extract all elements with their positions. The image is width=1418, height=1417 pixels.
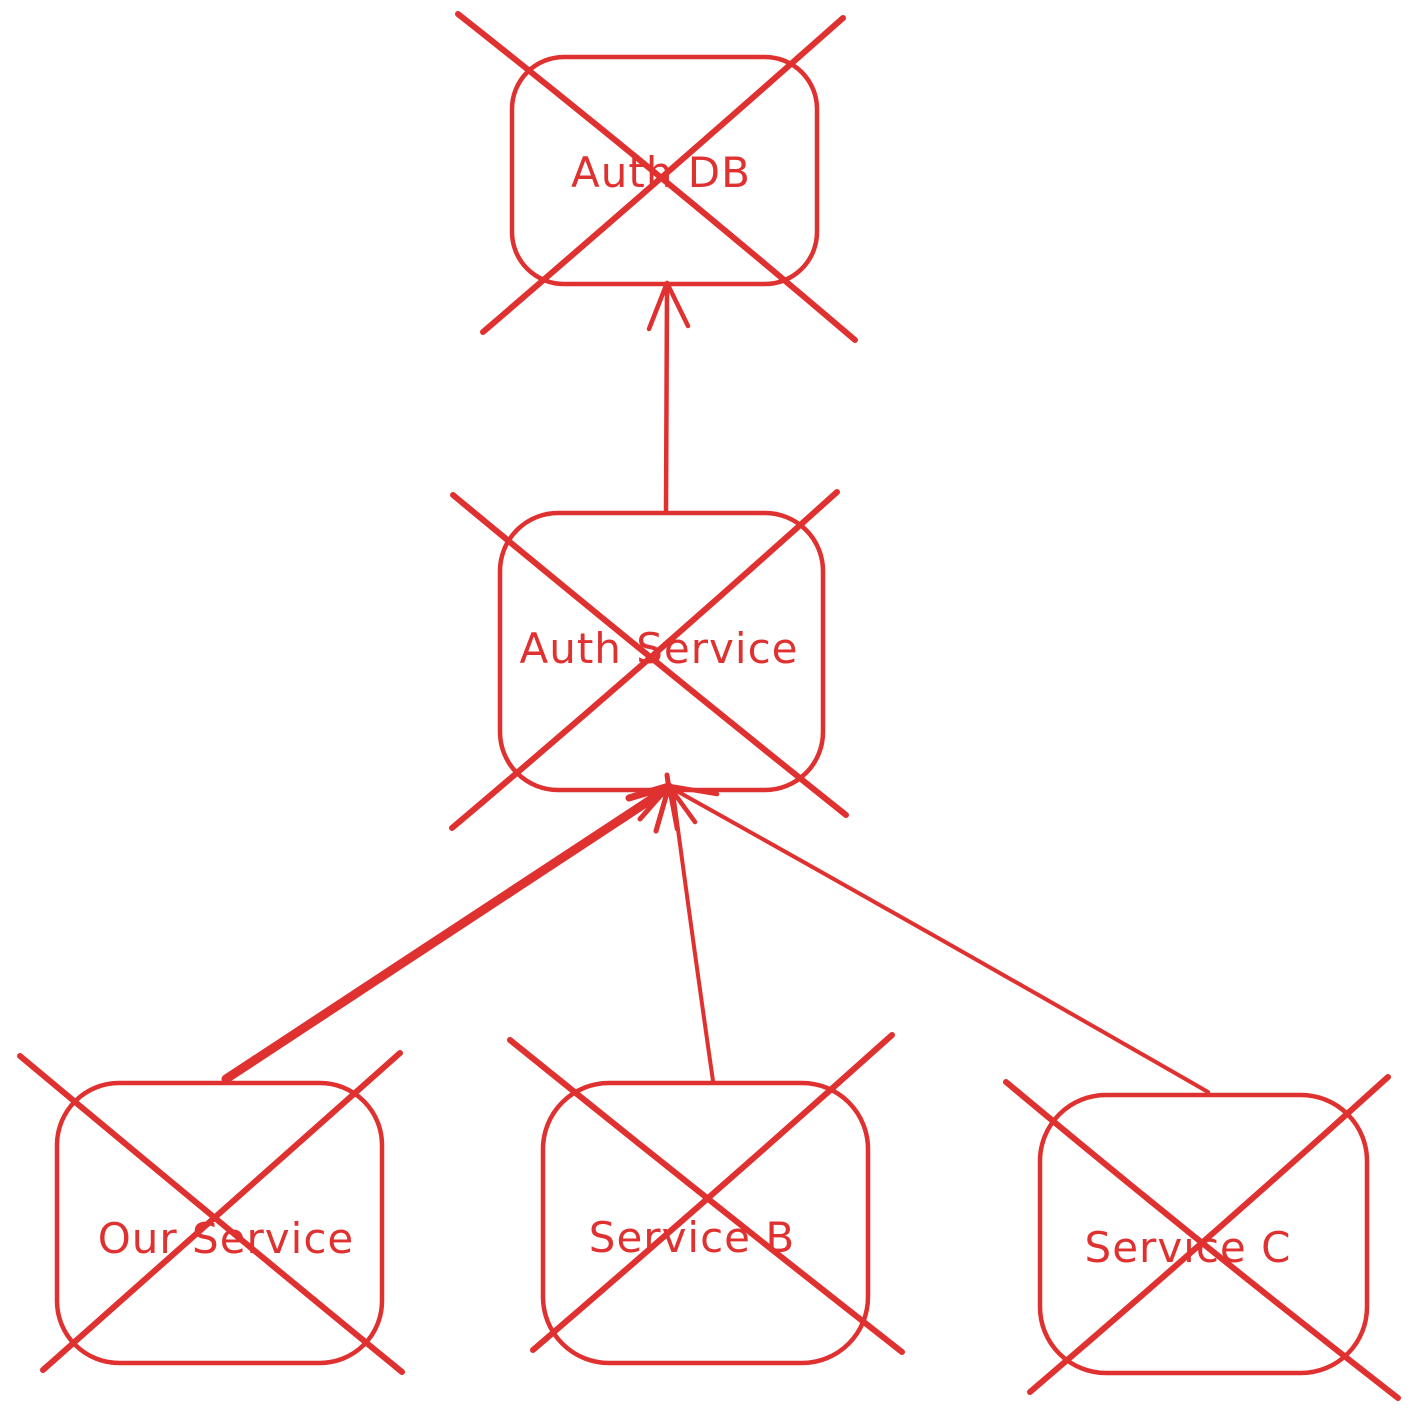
cross-out-x — [455, 11, 858, 343]
cross-out-x — [449, 489, 849, 831]
edge-our-service-to-auth-service[interactable] — [221, 784, 672, 1084]
node-label: Auth Service — [519, 624, 798, 673]
node-box — [1037, 1092, 1370, 1376]
node-box — [54, 1080, 385, 1366]
arrow-shaft — [663, 285, 670, 515]
node-auth-service[interactable]: Auth Service — [449, 489, 849, 831]
node-service-c[interactable]: Service C — [1003, 1074, 1401, 1401]
cross-line — [480, 15, 846, 335]
arrow-shaft-bold — [221, 784, 672, 1084]
cross-line — [40, 1050, 403, 1373]
cross-line — [530, 1032, 895, 1353]
arrow-shaft — [671, 790, 715, 1083]
cross-out-x — [507, 1032, 905, 1355]
cross-line — [455, 11, 858, 343]
node-box — [540, 1080, 871, 1366]
edge-auth-service-to-auth-db[interactable] — [646, 280, 691, 515]
node-label: Service C — [1085, 1223, 1292, 1272]
cross-out-x — [1003, 1074, 1401, 1401]
node-auth-db[interactable]: Auth DB — [455, 11, 858, 343]
cross-line — [1027, 1074, 1391, 1395]
cross-line — [449, 489, 840, 831]
node-box — [497, 510, 826, 793]
arrowhead-wing — [666, 783, 680, 832]
arrow-shaft — [673, 788, 1210, 1094]
node-our-service[interactable]: Our Service — [17, 1050, 405, 1375]
edge-service-c-to-auth-service[interactable] — [673, 788, 1210, 1094]
arrowhead-wing — [653, 783, 672, 834]
node-label: Service B — [589, 1213, 795, 1262]
arrowhead-right-wing — [664, 280, 691, 329]
arrowhead-left-wing — [646, 280, 670, 332]
node-label: Auth DB — [571, 148, 751, 197]
cross-out-x — [17, 1050, 405, 1375]
node-service-b[interactable]: Service B — [507, 1032, 905, 1366]
node-box — [509, 54, 820, 287]
node-label: Our Service — [98, 1214, 355, 1263]
edge-service-b-to-auth-service[interactable] — [671, 790, 715, 1083]
